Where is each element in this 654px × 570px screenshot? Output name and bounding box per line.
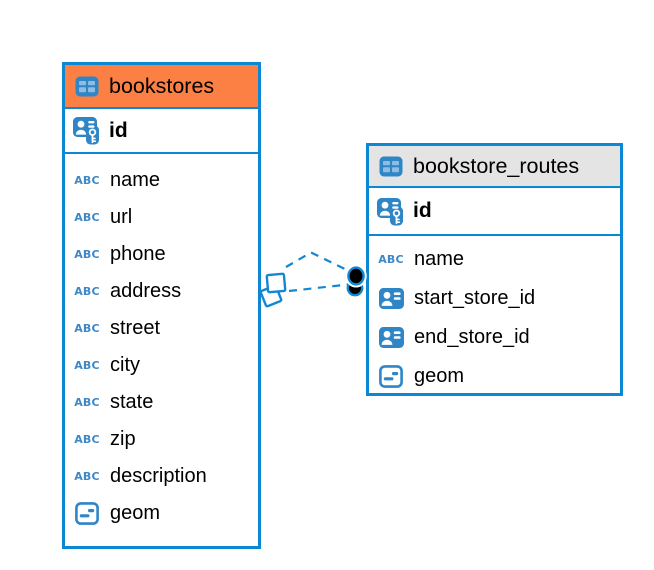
- column-label: zip: [110, 428, 136, 450]
- column-row-geom[interactable]: geom: [65, 495, 258, 532]
- table-title: bookstore_routes: [413, 153, 580, 178]
- column-label: street: [110, 317, 161, 339]
- table-header-bookstore-routes[interactable]: bookstore_routes: [369, 146, 620, 188]
- table-icon: [72, 71, 102, 101]
- text-abc-icon: ABC: [74, 322, 100, 335]
- column-row-id[interactable]: id: [65, 109, 258, 154]
- text-abc-icon: ABC: [74, 211, 100, 224]
- text-abc-icon: ABC: [74, 248, 100, 261]
- geometry-icon: [376, 362, 406, 392]
- column-row-url[interactable]: ABC url: [65, 199, 258, 236]
- column-label: id: [109, 118, 128, 142]
- column-row-address[interactable]: ABC address: [65, 273, 258, 310]
- foreign-key-icon: [376, 323, 406, 353]
- one-end-marker[interactable]: [345, 264, 367, 297]
- column-label: name: [110, 169, 161, 191]
- many-end-marker[interactable]: [259, 272, 287, 308]
- column-label: url: [110, 206, 133, 228]
- foreign-key-icon: [376, 284, 406, 314]
- column-label: phone: [110, 243, 166, 265]
- text-abc-icon: ABC: [74, 396, 100, 409]
- column-label: city: [110, 354, 140, 376]
- primary-key-icon: [72, 116, 102, 146]
- column-row-end_store_id[interactable]: end_store_id: [369, 318, 620, 357]
- column-label: description: [110, 465, 207, 487]
- relationship-line-2[interactable]: [288, 283, 349, 293]
- table-icon: [376, 151, 406, 181]
- geometry-icon: [72, 499, 102, 529]
- column-label: id: [413, 199, 432, 222]
- table-title: bookstores: [109, 73, 215, 98]
- column-label: end_store_id: [414, 326, 530, 348]
- column-row-phone[interactable]: ABC phone: [65, 236, 258, 273]
- table-header-bookstores[interactable]: bookstores: [65, 65, 258, 109]
- column-row-name[interactable]: ABC name: [369, 240, 620, 279]
- column-label: name: [414, 248, 465, 270]
- text-abc-icon: ABC: [74, 433, 100, 446]
- text-abc-icon: ABC: [74, 470, 100, 483]
- column-row-zip[interactable]: ABC zip: [65, 421, 258, 458]
- column-row-id[interactable]: id: [369, 188, 620, 236]
- text-abc-icon: ABC: [74, 285, 100, 298]
- column-label: geom: [110, 502, 161, 524]
- text-abc-icon: ABC: [74, 174, 100, 187]
- column-label: address: [110, 280, 182, 302]
- column-row-description[interactable]: ABC description: [65, 458, 258, 495]
- column-row-street[interactable]: ABC street: [65, 310, 258, 347]
- column-label: state: [110, 391, 154, 413]
- text-abc-icon: ABC: [378, 253, 404, 266]
- text-abc-icon: ABC: [74, 359, 100, 372]
- column-row-geom[interactable]: geom: [369, 357, 620, 396]
- column-row-state[interactable]: ABC state: [65, 384, 258, 421]
- relationship-line-1[interactable]: [285, 251, 350, 272]
- column-label: start_store_id: [414, 287, 536, 309]
- column-row-city[interactable]: ABC city: [65, 347, 258, 384]
- column-row-name[interactable]: ABC name: [65, 162, 258, 199]
- table-card-bookstore-routes[interactable]: bookstore_routes id ABC name start_store_i…: [366, 143, 623, 396]
- column-row-start_store_id[interactable]: start_store_id: [369, 279, 620, 318]
- column-label: geom: [414, 365, 465, 387]
- primary-key-icon: [376, 196, 406, 226]
